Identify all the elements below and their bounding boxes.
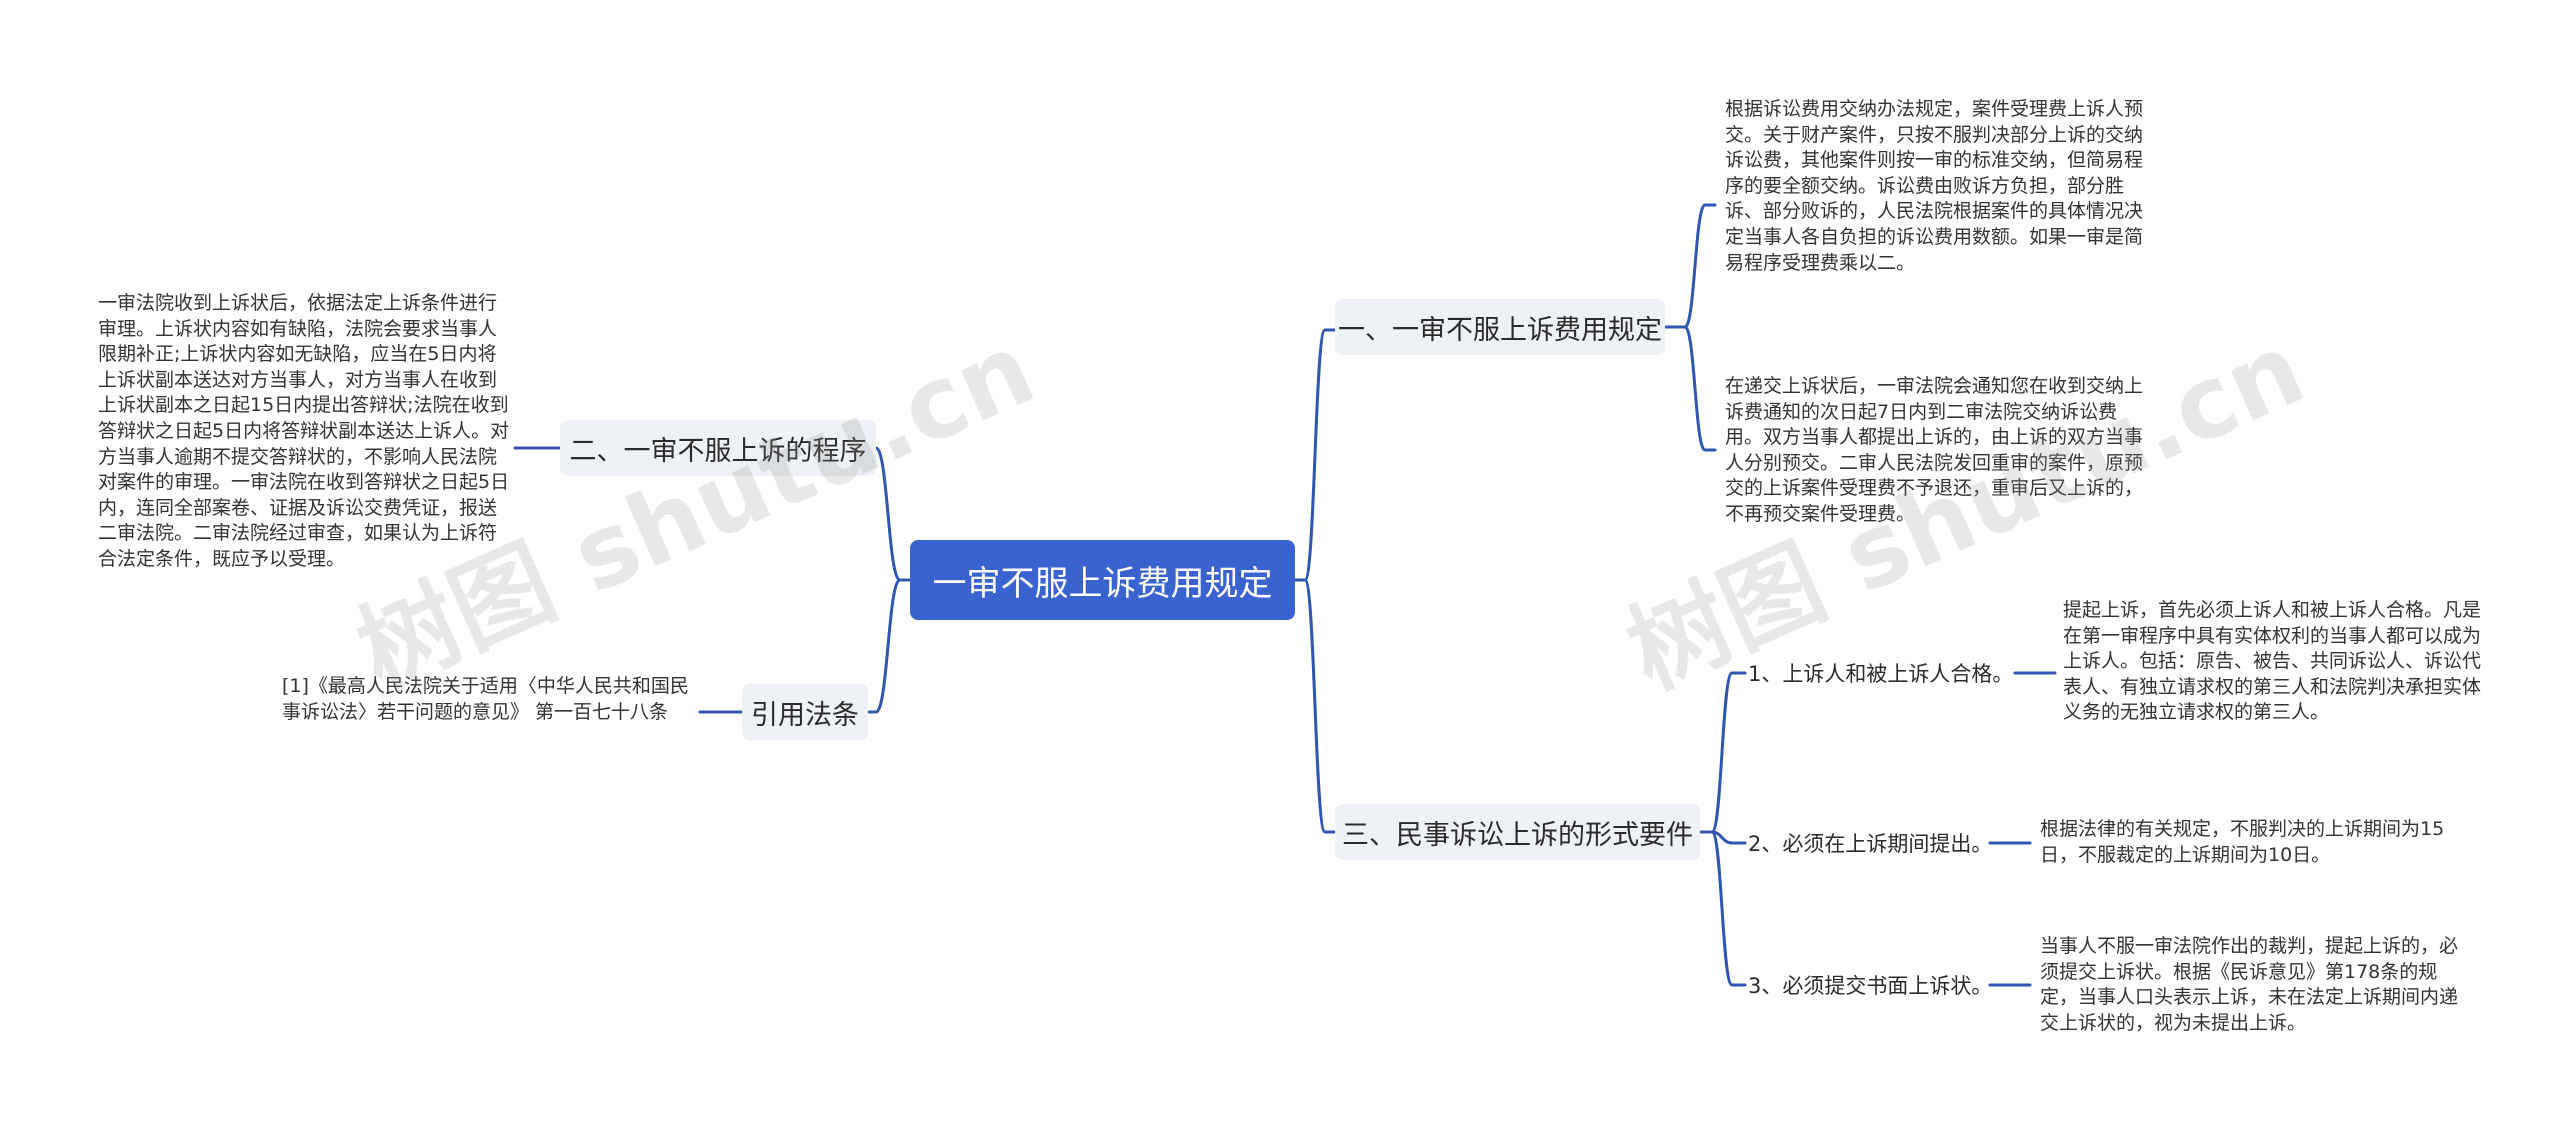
edge-root-b4: [866, 578, 912, 714]
leaf-cited-law: [1]《最高人民法院关于适用〈中华人民共和国民事诉讼法〉若干问题的意见》 第一百…: [282, 675, 689, 723]
edge-root-b1: [1293, 328, 1337, 582]
branch-cited-law-label: 引用法条: [751, 699, 859, 731]
branch-fee-rules-label: 一、一审不服上诉费用规定: [1338, 314, 1662, 346]
sub-appeal-period[interactable]: 2、必须在上诉期间提出。: [1748, 825, 1992, 861]
edge-b1-l2: [1663, 325, 1717, 452]
edge-b3-s1: [1698, 671, 1747, 834]
edge-root-b3: [1293, 578, 1337, 834]
leaf-qualified-parties: 提起上诉，首先必须上诉人和被上诉人合格。凡是在第一审程序中具有实体权利的当事人都…: [2063, 599, 2482, 724]
sub-appeal-period-label: 2、必须在上诉期间提出。: [1748, 832, 1993, 856]
branch-cited-law[interactable]: 引用法条: [742, 684, 868, 740]
branch-formal-requirements[interactable]: 三、民事诉讼上诉的形式要件: [1335, 804, 1700, 860]
root-topic-label: 一审不服上诉费用规定: [932, 563, 1273, 604]
branch-fee-rules[interactable]: 一、一审不服上诉费用规定: [1335, 299, 1665, 355]
leaf-fee-rules-1: 根据诉讼费用交纳办法规定，案件受理费上诉人预交。关于财产案件，只按不服判决部分上…: [1725, 98, 2144, 274]
edge-b3-s2: [1698, 830, 1747, 845]
edge-b3-s3: [1698, 830, 1747, 987]
root-topic[interactable]: 一审不服上诉费用规定: [910, 540, 1295, 620]
leaf-appeal-procedure: 一审法院收到上诉状后，依据法定上诉条件进行审理。上诉状内容如有缺陷，法院会要求当…: [98, 292, 510, 570]
edge-root-b2: [860, 446, 912, 582]
sub-written-petition[interactable]: 3、必须提交书面上诉状。: [1748, 967, 1992, 1003]
sub-qualified-parties[interactable]: 1、上诉人和被上诉人合格。: [1748, 655, 2013, 691]
leaf-appeal-period: 根据法律的有关规定，不服判决的上诉期间为15日，不服裁定的上诉期间为10日。: [2040, 818, 2445, 866]
sub-qualified-parties-label: 1、上诉人和被上诉人合格。: [1748, 662, 2014, 686]
branch-appeal-procedure-label: 二、一审不服上诉的程序: [569, 435, 867, 467]
branch-formal-requirements-label: 三、民事诉讼上诉的形式要件: [1342, 819, 1693, 851]
leaf-written-petition: 当事人不服一审法院作出的裁判，提起上诉的，必须提交上诉状。根据《民诉意见》第17…: [2040, 935, 2459, 1034]
leaf-fee-rules-2: 在递交上诉状后，一审法院会通知您在收到交纳上诉费通知的次日起7日内到二审法院交纳…: [1725, 375, 2144, 525]
branch-appeal-procedure[interactable]: 二、一审不服上诉的程序: [560, 420, 876, 476]
edge-b1-l1: [1663, 203, 1717, 329]
sub-written-petition-label: 3、必须提交书面上诉状。: [1748, 974, 1993, 998]
